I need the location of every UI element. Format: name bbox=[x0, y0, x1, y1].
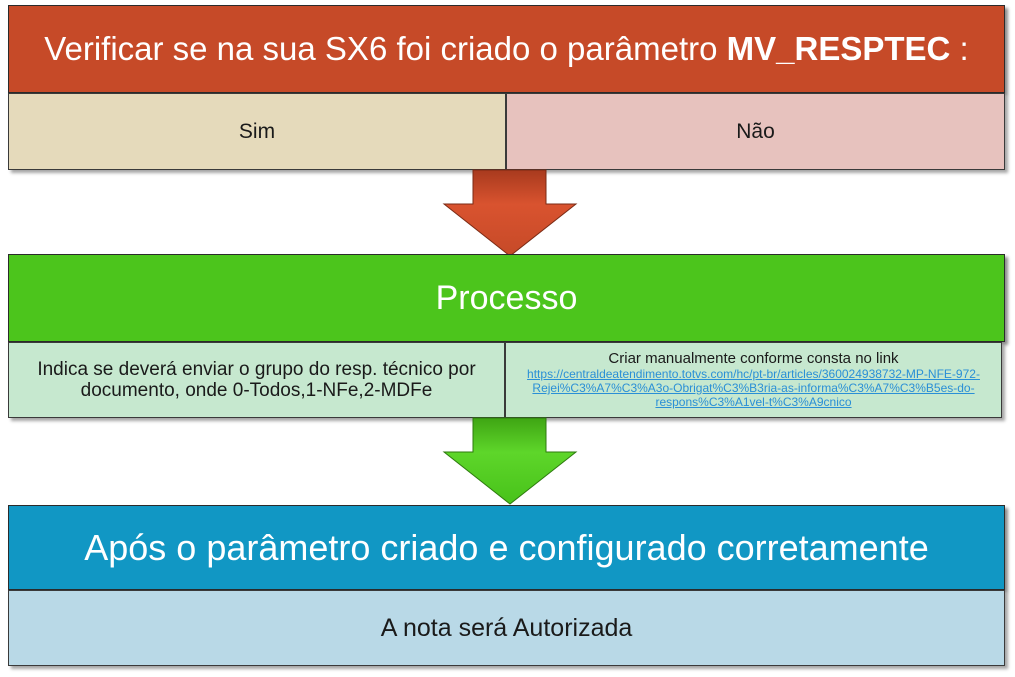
step3-header: Após o parâmetro criado e configurado co… bbox=[8, 505, 1005, 590]
step1-title-param: MV_RESPTEC bbox=[726, 30, 951, 67]
result-cell: A nota será Autorizada bbox=[8, 590, 1005, 666]
process-no-cell: Criar manualmente conforme consta no lin… bbox=[505, 342, 1002, 418]
option-yes-label: Sim bbox=[238, 119, 276, 143]
process-no-text: Criar manualmente conforme consta no lin… bbox=[608, 350, 899, 367]
step1-title-suffix: : bbox=[950, 30, 969, 67]
step3-title: Após o parâmetro criado e configurado co… bbox=[84, 526, 929, 568]
option-no-label: Não bbox=[736, 119, 775, 143]
step1-title-prefix: Verificar se na sua SX6 foi criado o par… bbox=[44, 30, 727, 67]
down-arrow-icon bbox=[442, 169, 578, 257]
step1-header: Verificar se na sua SX6 foi criado o par… bbox=[8, 5, 1005, 93]
down-arrow-icon bbox=[442, 417, 578, 505]
option-yes-cell: Sim bbox=[8, 93, 506, 170]
help-article-link[interactable]: https://centraldeatendimento.totvs.com/h… bbox=[527, 367, 980, 409]
result-text: A nota será Autorizada bbox=[380, 613, 633, 642]
step2-header: Processo bbox=[8, 254, 1005, 342]
option-no-cell: Não bbox=[506, 93, 1005, 170]
process-yes-text: Indica se deverá enviar o grupo do resp.… bbox=[37, 359, 476, 401]
step2-title: Processo bbox=[435, 278, 578, 317]
process-yes-cell: Indica se deverá enviar o grupo do resp.… bbox=[8, 342, 505, 418]
